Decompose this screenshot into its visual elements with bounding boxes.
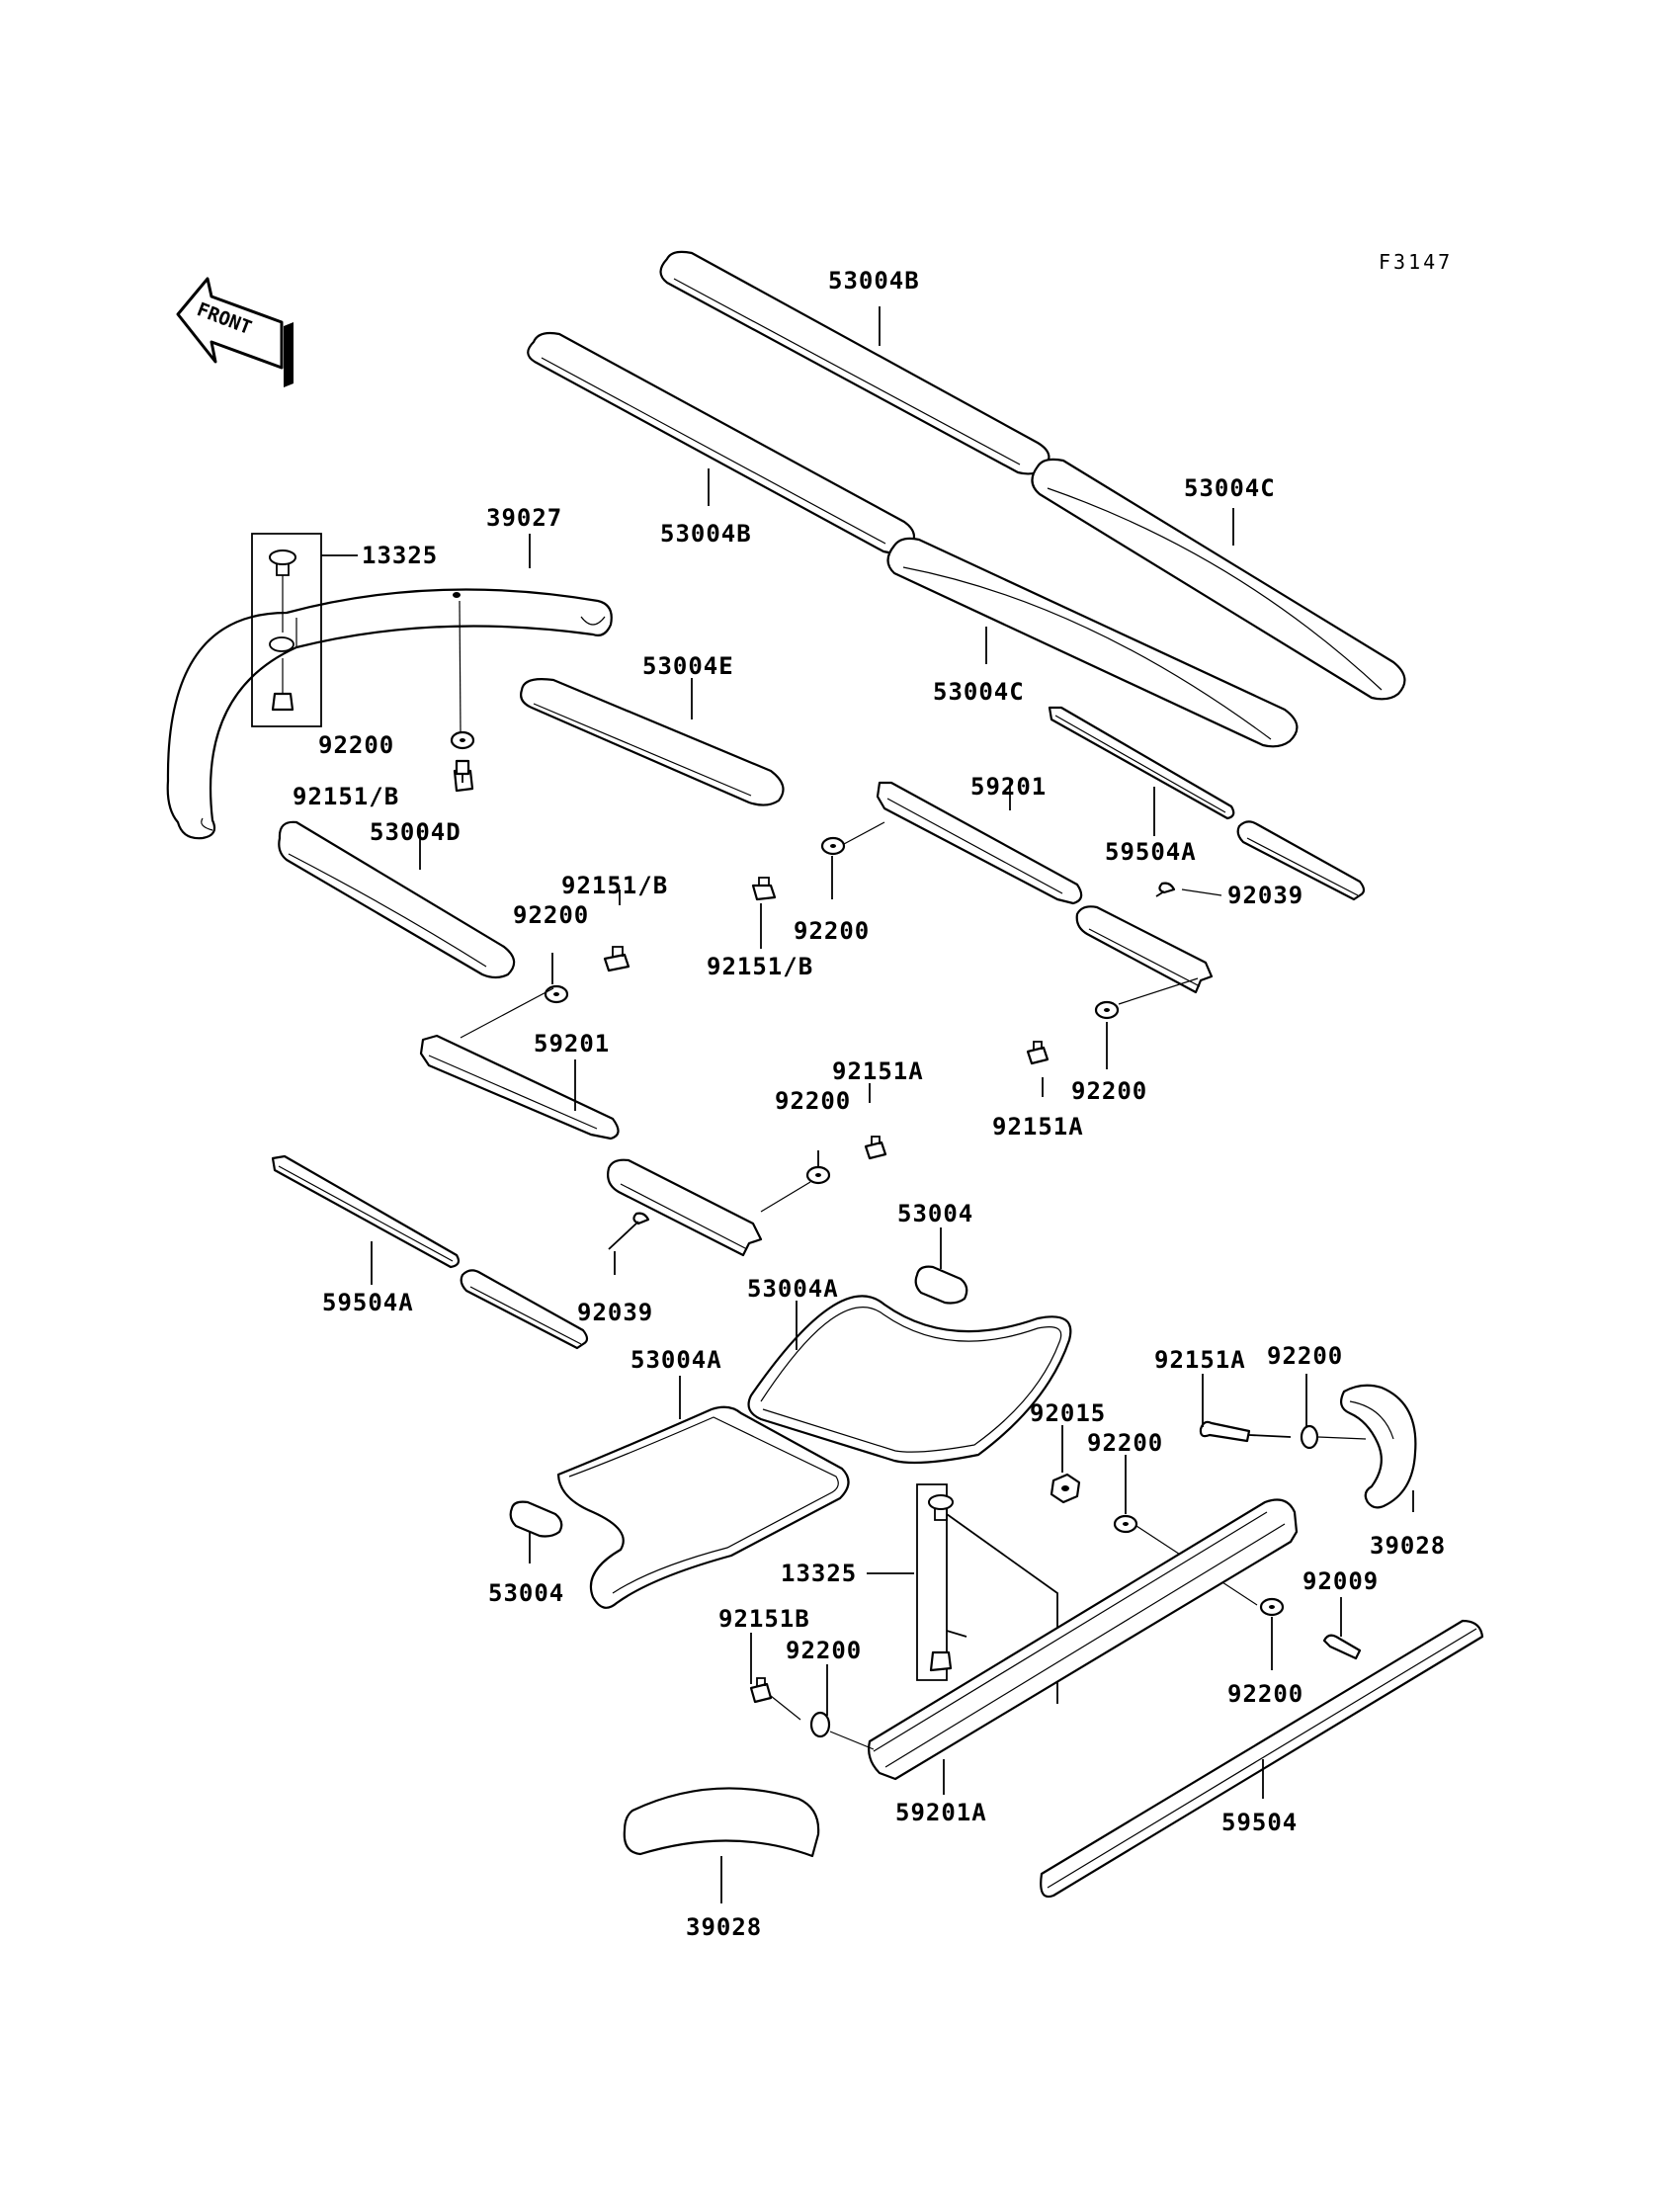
label-92200-e: 92200 (775, 1087, 851, 1115)
label-92151B-d: 92151B (718, 1605, 810, 1633)
strip-59504A-right (1048, 706, 1235, 820)
rivet-92039-right (1155, 882, 1222, 897)
mat-53004A-left (556, 1405, 850, 1609)
label-13325-upper: 13325 (362, 542, 438, 569)
label-59504A-right: 59504A (1105, 838, 1197, 866)
strip-59504 (1040, 1619, 1484, 1899)
label-59201A: 59201A (895, 1799, 987, 1826)
strip-59504A-right-b (1236, 820, 1366, 901)
label-39028-right: 39028 (1370, 1532, 1446, 1560)
label-59504: 59504 (1221, 1809, 1298, 1836)
label-92200-c: 92200 (513, 901, 589, 929)
label-92200-g: 92200 (1087, 1429, 1163, 1457)
pad-53004-upper (914, 1265, 968, 1305)
mat-53004E (520, 678, 785, 806)
label-59201-right: 59201 (970, 773, 1047, 801)
bolt-92151B-a (453, 759, 474, 793)
cap-39028-lower (623, 1787, 820, 1858)
washer-92200-d (1094, 977, 1199, 1020)
label-39028-lower: 39028 (686, 1913, 762, 1941)
label-53004D: 53004D (370, 818, 462, 846)
bolt-92151A-b (864, 1136, 887, 1160)
label-92200-d: 92200 (1071, 1077, 1147, 1105)
channel-59201-left (419, 987, 620, 1141)
label-53004E: 53004E (642, 652, 734, 680)
label-39027: 39027 (486, 504, 562, 532)
pad-53004-lower (509, 1500, 563, 1538)
label-53004A-left: 53004A (630, 1346, 722, 1374)
label-92039-left: 92039 (577, 1299, 653, 1326)
label-92200-a: 92200 (318, 731, 394, 759)
label-92151A-c: 92151A (1154, 1346, 1246, 1374)
cap-39028-right (1339, 1384, 1417, 1509)
channel-59201-right (876, 781, 1083, 905)
label-53004A-right: 53004A (747, 1275, 839, 1303)
label-53004B-top: 53004B (828, 267, 920, 295)
bracket-13325-upper (251, 533, 358, 727)
label-53004B-mid: 53004B (660, 520, 752, 548)
washer-92200-i (809, 1711, 875, 1750)
label-53004-upper: 53004 (897, 1200, 973, 1227)
label-59504A-left: 59504A (322, 1289, 414, 1316)
part-labels: 53004B 53004B 53004C 53004C 39027 13325 … (293, 267, 1446, 1941)
washer-92200-c (544, 984, 569, 1004)
nut-92015 (1050, 1473, 1081, 1504)
washer-92200-a (450, 600, 475, 750)
label-92151B-a: 92151/B (293, 783, 399, 810)
channel-59201-left-b (607, 1158, 811, 1257)
washer-92200-h (1259, 1597, 1285, 1617)
label-92009: 92009 (1302, 1567, 1379, 1595)
leader-lines (371, 306, 1414, 1903)
guard-39027 (166, 588, 613, 840)
channel-59201A (868, 1498, 1299, 1781)
label-92039-right: 92039 (1227, 882, 1303, 909)
label-53004C-top: 53004C (1184, 474, 1276, 502)
label-92200-i: 92200 (786, 1637, 862, 1664)
mat-53004C-upper (1031, 458, 1406, 701)
front-arrow-icon: FRONT (176, 277, 294, 387)
mat-53004D (278, 820, 516, 979)
washer-92200-b (820, 821, 885, 856)
label-53004-lower: 53004 (488, 1579, 564, 1607)
washer-92200-f (1300, 1424, 1367, 1450)
label-13325-lower: 13325 (781, 1560, 857, 1587)
label-92151A-b: 92151A (832, 1057, 924, 1085)
mat-53004A-right (747, 1295, 1072, 1465)
channel-59201-right-b (1075, 905, 1214, 994)
figure-code: F3147 (1379, 250, 1453, 274)
label-92151A-a: 92151A (992, 1113, 1084, 1141)
bolt-92009 (1322, 1634, 1362, 1660)
label-92200-b: 92200 (794, 917, 870, 945)
bolt-92151A-a (1026, 1041, 1050, 1065)
label-92015: 92015 (1030, 1399, 1106, 1427)
strip-59504A-left-b (460, 1269, 589, 1350)
bolt-92151B-d (749, 1677, 801, 1721)
label-59201-left: 59201 (534, 1030, 610, 1057)
bracket-13325-lower (916, 1483, 1058, 1704)
bolt-92151B-b (751, 877, 777, 901)
washer-92200-e (805, 1165, 831, 1185)
label-92151B-b: 92151/B (561, 872, 668, 899)
label-92200-f: 92200 (1267, 1342, 1343, 1370)
label-53004C-mid: 53004C (933, 678, 1025, 706)
bolt-92151B-c (603, 946, 630, 972)
rivet-92039-left (608, 1212, 650, 1250)
label-92151B-c: 92151/B (707, 953, 813, 980)
label-92200-h: 92200 (1227, 1680, 1303, 1708)
mat-53004C-lower (886, 537, 1299, 748)
strip-59504A-left (271, 1154, 461, 1269)
bolt-92151A-c (1199, 1420, 1292, 1443)
